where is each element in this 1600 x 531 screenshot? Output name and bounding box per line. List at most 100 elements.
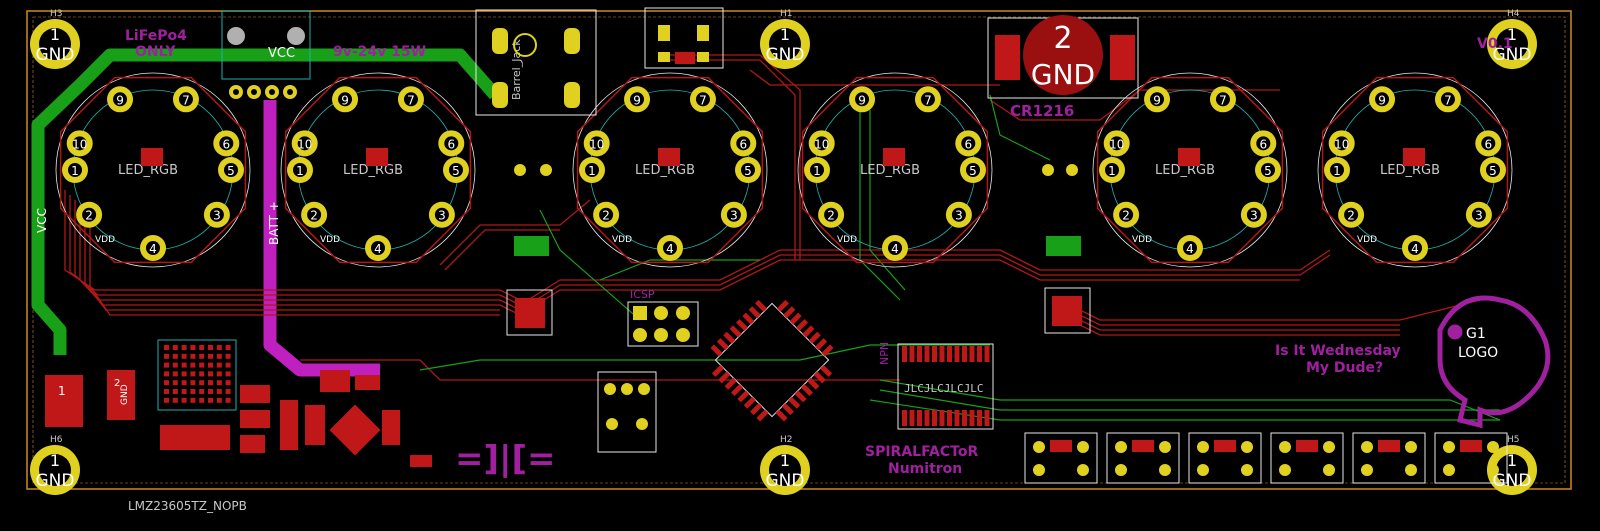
tube-pin-number: 9 (858, 93, 866, 107)
fun-text-2: My Dude? (1306, 360, 1383, 376)
batt-track-label: BATT + (267, 201, 281, 245)
tube-pin-number: 6 (447, 137, 455, 151)
hole-pin-number: 1 (1507, 25, 1517, 44)
barrel-jack-label: Barrel_Jack (510, 39, 523, 100)
j1-pad-4 (697, 52, 709, 62)
tube-label: LED_RGB (860, 163, 920, 178)
tube-vdd-label: VDD (837, 235, 857, 245)
tube-label: LED_RGB (635, 163, 695, 178)
hole-pin-number: 1 (780, 25, 790, 44)
tube-pin-number: 10 (814, 137, 829, 151)
barrel-jack-outline (475, 9, 597, 116)
tube-label: LED_RGB (343, 163, 403, 178)
tube-pin-number: 9 (341, 93, 349, 107)
tube-pin-number: 10 (1109, 137, 1124, 151)
tube-pin-number: 2 (310, 209, 318, 223)
copper-traces-back (419, 94, 1501, 421)
tube-pin-number: 4 (1411, 242, 1419, 256)
tube-pin-number: 3 (213, 209, 221, 223)
tube-pin-number: 5 (1489, 164, 1497, 178)
vcc-power-track (31, 48, 500, 355)
smd-cluster-left (160, 370, 432, 467)
tube-pin-number: 3 (955, 209, 963, 223)
pin-header-row (229, 85, 297, 99)
brand-text-2: Numitron (888, 461, 962, 477)
logo-label: LOGO (1458, 345, 1498, 361)
tube-pin-number: 5 (969, 164, 977, 178)
hole-ref-label: H4 (1507, 9, 1520, 19)
tube-smd-led (1403, 148, 1425, 166)
hole-net-label: GND (766, 45, 805, 65)
tube-pin-number: 2 (85, 209, 93, 223)
tube-smd-led (883, 148, 905, 166)
module-pad-grid (164, 345, 231, 403)
cell-pad-number: 2 (1053, 21, 1072, 56)
tube-label: LED_RGB (1155, 163, 1215, 178)
tube-pin-number: 7 (182, 93, 190, 107)
tube-label: LED_RGB (1380, 163, 1440, 178)
tube-smd-led (658, 148, 680, 166)
hole-pin-number: 1 (780, 451, 790, 470)
tube-pin-number: 9 (116, 93, 124, 107)
ic-u5 (1044, 287, 1091, 334)
tube-pin-number: 9 (1153, 93, 1161, 107)
btn-2-pad (107, 370, 135, 420)
btn-2-number: 2 (114, 378, 120, 389)
tube-pin-number: 3 (438, 209, 446, 223)
jlc-part-outline (897, 343, 994, 430)
tube-vdd-label: VDD (320, 235, 340, 245)
battery-note-1: LiFePo4 (125, 28, 187, 44)
hole-net-label: GND (766, 471, 805, 491)
ic-u2 (506, 289, 553, 336)
tube-pin-number: 1 (813, 164, 821, 178)
symbol-text: =]|[= (455, 439, 555, 479)
fun-text-1: Is It Wednesday (1275, 343, 1401, 359)
tube-pin-number: 7 (407, 93, 415, 107)
hole-ref-label: H6 (50, 435, 63, 445)
module-label: LMZ23605TZ_NOPB (128, 499, 247, 513)
tube-vdd-label: VDD (1357, 235, 1377, 245)
tube-pin-number: 5 (452, 164, 460, 178)
tube-pin-number: 6 (964, 137, 972, 151)
power-header-hole-2 (287, 27, 305, 45)
barrel-pad-2 (564, 28, 580, 54)
tube-smd-led (141, 148, 163, 166)
tube-vdd-label: VDD (612, 235, 632, 245)
mcu-u1 (710, 299, 834, 422)
cell-type-label: CR1216 (1010, 102, 1074, 120)
tube-pin-number: 5 (744, 164, 752, 178)
rv1-pads (604, 383, 650, 430)
tube-pin-number: 10 (297, 137, 312, 151)
tube-pin-number: 7 (1219, 93, 1227, 107)
jlc-part-pins (902, 346, 990, 426)
tube-label: LED_RGB (118, 163, 178, 178)
tube-smd-led (366, 148, 388, 166)
tube-smd-led (1178, 148, 1200, 166)
version-label: V0.1 (1477, 36, 1513, 52)
hole-ref-label: H1 (780, 9, 793, 19)
tube-pin-number: 7 (699, 93, 707, 107)
tube-pin-number: 10 (589, 137, 604, 151)
tube-pin-number: 6 (1484, 137, 1492, 151)
power-header-outline (221, 10, 311, 80)
icsp-outline (627, 301, 699, 347)
hole-ref-label: H2 (780, 435, 793, 445)
cell-pad-right (1110, 35, 1135, 80)
btn-2-net: GND (120, 384, 130, 405)
tube-pin-number: 3 (1475, 209, 1483, 223)
tube-pin-number: 3 (1250, 209, 1258, 223)
barrel-pad-4 (564, 82, 580, 108)
